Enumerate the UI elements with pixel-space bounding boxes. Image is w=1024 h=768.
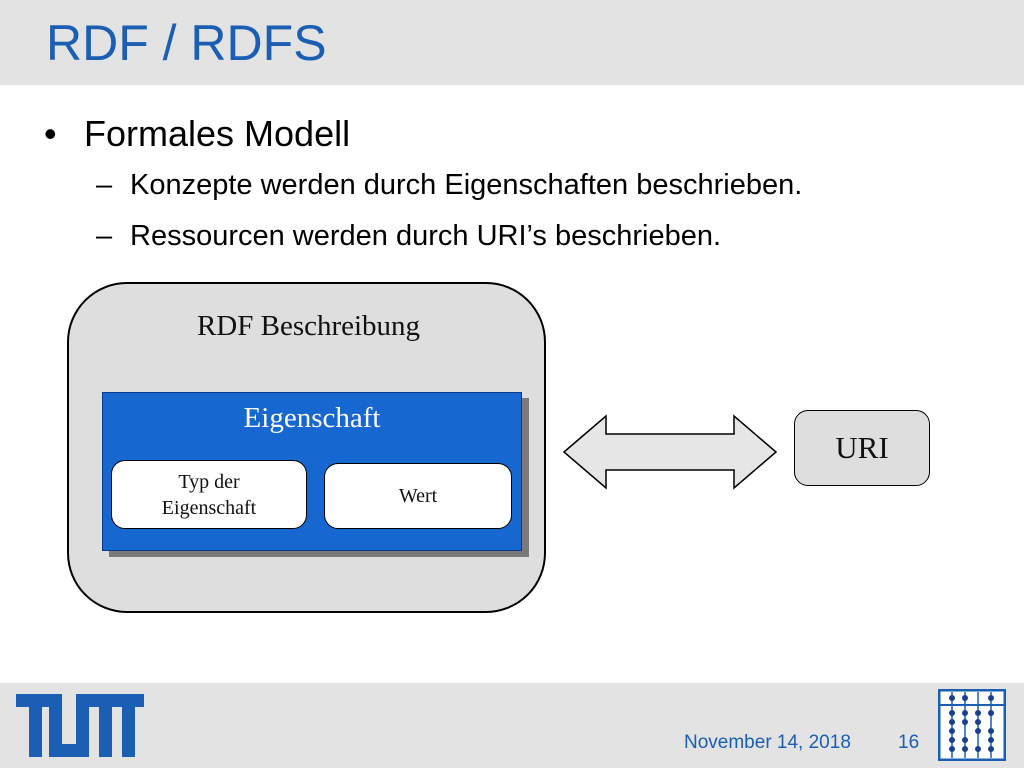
double-headed-arrow-icon xyxy=(562,414,778,490)
subbullet-text: Konzepte werden durch Eigenschaften besc… xyxy=(130,169,803,201)
property-type-label-line1: Typ der xyxy=(178,470,240,493)
subbullet-marker: – xyxy=(96,220,113,252)
subbullet-text: Ressourcen werden durch URI’s beschriebe… xyxy=(130,220,722,252)
value-label: Wert xyxy=(398,485,438,507)
footer-date: November 14, 2018 xyxy=(684,732,851,753)
tum-logo xyxy=(16,694,144,757)
uri-box: URI xyxy=(794,410,930,486)
header-bar xyxy=(0,0,1024,85)
slide-title: RDF / RDFS xyxy=(46,15,327,71)
bullet-item: • Formales Modell xyxy=(44,112,350,155)
property-type-box: Typ der Eigenschaft xyxy=(111,460,307,529)
uri-label: URI xyxy=(835,430,889,465)
property-type-label-line2: Eigenschaft xyxy=(161,496,257,519)
value-box: Wert xyxy=(324,463,512,529)
subbullet-item: –Ressourcen werden durch URI’s beschrieb… xyxy=(96,219,721,254)
bullet-text: Formales Modell xyxy=(84,113,351,154)
property-label: Eigenschaft xyxy=(243,402,381,434)
rdf-description-label: RDF Beschreibung xyxy=(196,310,421,342)
abacus-logo xyxy=(938,689,1006,761)
footer-bar xyxy=(0,683,1024,768)
bullet-marker: • xyxy=(44,113,57,154)
page-number: 16 xyxy=(898,732,920,753)
subbullet-marker: – xyxy=(96,169,113,201)
subbullet-item: –Konzepte werden durch Eigenschaften bes… xyxy=(96,168,802,203)
